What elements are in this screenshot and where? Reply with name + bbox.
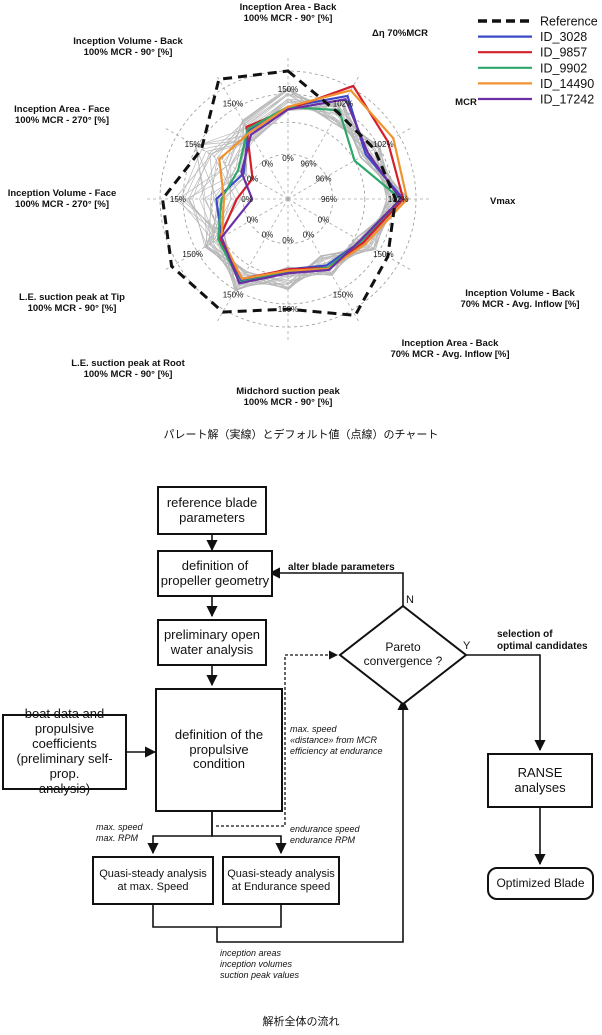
tick-inner: 0% xyxy=(247,175,259,184)
axis-sublabel: 100% MCR - 90° [%] xyxy=(28,303,117,314)
legend-label: ID_9857 xyxy=(540,46,587,60)
endurance-rpm-label: endurance speed endurance RPM xyxy=(290,824,360,845)
radar-tick-labels: 150% 0% 102% 96% 102% 96% 102% 96% 150% 0% 150% 0% 1… xyxy=(170,85,408,314)
axis-label: L.E. suction peak at Tip xyxy=(19,292,125,303)
axis-sublabel: 100% MCR - 270° [%] xyxy=(15,199,109,210)
legend-label: ID_17242 xyxy=(540,93,594,107)
axis-label: Δη 70%MCR xyxy=(372,28,428,39)
pareto-gray-line xyxy=(209,103,391,290)
quasi-steady-endurance-box: Quasi-steady analysis at Endurance speed xyxy=(222,856,340,905)
tick-outer: 150% xyxy=(278,305,298,314)
tick-inner: 96% xyxy=(321,195,337,204)
ranse-box: RANSE analyses xyxy=(487,753,593,808)
tick-outer: 150% xyxy=(373,250,393,259)
open-water-box: preliminary open water analysis xyxy=(157,619,267,666)
tick-outer: 15% xyxy=(170,195,186,204)
tick-outer: 102% xyxy=(373,140,393,149)
distance-label: max. speed «distance» from MCR efficienc… xyxy=(290,724,383,756)
tick-inner: 0% xyxy=(262,160,274,169)
pareto-gray-line xyxy=(218,102,398,285)
tick-outer: 150% xyxy=(182,250,202,259)
max-rpm-label: max. speed max. RPM xyxy=(96,822,143,843)
tick-outer: 102% xyxy=(388,195,408,204)
tick-outer: 150% xyxy=(278,85,298,94)
tick-inner: 0% xyxy=(282,154,294,163)
tick-inner: 96% xyxy=(315,175,331,184)
tick-inner: 0% xyxy=(303,230,315,239)
series-line-id_9902 xyxy=(217,105,402,284)
axis-label: L.E. suction peak at Root xyxy=(71,358,185,369)
radar-chart: 150% 0% 102% 96% 102% 96% 102% 96% 150% 0% 150% 0% 1… xyxy=(8,2,598,408)
selection-label: selection of optimal candidates xyxy=(497,629,588,652)
pareto-gray-line xyxy=(192,88,404,277)
boat-data-box: boat data and propulsive coefficients (p… xyxy=(2,706,127,796)
axis-sublabel: 100% MCR - 270° [%] xyxy=(15,115,109,126)
tick-inner: 0% xyxy=(282,236,294,245)
axis-label: Vmax xyxy=(490,196,516,207)
tick-inner: 0% xyxy=(262,230,274,239)
tick-inner: 96% xyxy=(300,160,316,169)
axis-label: Inception Volume - Back xyxy=(465,288,575,299)
pareto-gray-line xyxy=(222,104,390,291)
outputs-label: inception areas inception volumes suctio… xyxy=(220,948,300,980)
tick-inner: 0% xyxy=(241,195,253,204)
tick-outer: 150% xyxy=(223,290,243,299)
optimized-blade-box: Optimized Blade xyxy=(487,867,594,900)
pareto-gray-line xyxy=(180,103,393,289)
legend-label: ID_9902 xyxy=(540,61,587,75)
axis-label: Inception Area - Back xyxy=(402,338,500,349)
axis-label: Midchord suction peak xyxy=(236,386,340,397)
axis-label: MCR xyxy=(455,97,477,108)
reference-line xyxy=(160,69,398,317)
tick-outer: 102% xyxy=(333,100,353,109)
pareto-gray-line xyxy=(209,98,393,285)
pareto-series-lines xyxy=(215,84,409,285)
axis-sublabel: 100% MCR - 90° [%] xyxy=(84,369,173,380)
branch-y-label: Y xyxy=(463,640,471,652)
alter-params-label: alter blade parameters xyxy=(288,562,395,573)
pareto-label: Pareto convergence ? xyxy=(363,640,443,668)
flow-caption: 解析全体の流れ xyxy=(262,1015,340,1028)
branch-n-label: N xyxy=(406,594,414,606)
axis-sublabel: 100% MCR - 90° [%] xyxy=(84,47,173,58)
legend-label: Reference xyxy=(540,15,598,29)
legend-label: ID_14490 xyxy=(540,77,594,91)
legend-label: ID_3028 xyxy=(540,30,587,44)
series-line-id_9857 xyxy=(218,84,405,280)
axis-label: Inception Volume - Face xyxy=(8,188,117,199)
axis-sublabel: 70% MCR - Avg. Inflow [%] xyxy=(460,299,579,310)
axis-label: Inception Volume - Back xyxy=(73,36,183,47)
tick-inner: 0% xyxy=(247,215,259,224)
tick-outer: 15% xyxy=(185,140,201,149)
series-line-id_17242 xyxy=(220,98,402,285)
chart-legend: ReferenceID_3028ID_9857ID_9902ID_14490ID… xyxy=(478,15,598,107)
quasi-steady-max-box: Quasi-steady analysis at max. Speed xyxy=(92,856,214,905)
axis-sublabel: 70% MCR - Avg. Inflow [%] xyxy=(390,349,509,360)
propulsive-condition-box: definition of the propulsive condition xyxy=(155,688,283,812)
axis-label: Inception Area - Back xyxy=(240,2,338,13)
chart-caption: パレート解（実線）とデフォルト値（点線）のチャート xyxy=(163,428,439,441)
reference-dashed-line xyxy=(160,69,398,317)
propeller-geometry-box: definition of propeller geometry xyxy=(157,550,273,597)
reference-params-box: reference blade parameters xyxy=(157,486,267,535)
axis-sublabel: 100% MCR - 90° [%] xyxy=(244,397,333,408)
pareto-gray-line xyxy=(210,89,411,289)
tick-outer: 150% xyxy=(223,100,243,109)
series-line-id_14490 xyxy=(218,89,409,280)
axis-sublabel: 100% MCR - 90° [%] xyxy=(244,13,333,24)
pareto-gray-line xyxy=(174,102,403,288)
tick-inner: 0% xyxy=(318,215,330,224)
tick-outer: 150% xyxy=(333,290,353,299)
axis-label: Inception Area - Face xyxy=(14,104,110,115)
